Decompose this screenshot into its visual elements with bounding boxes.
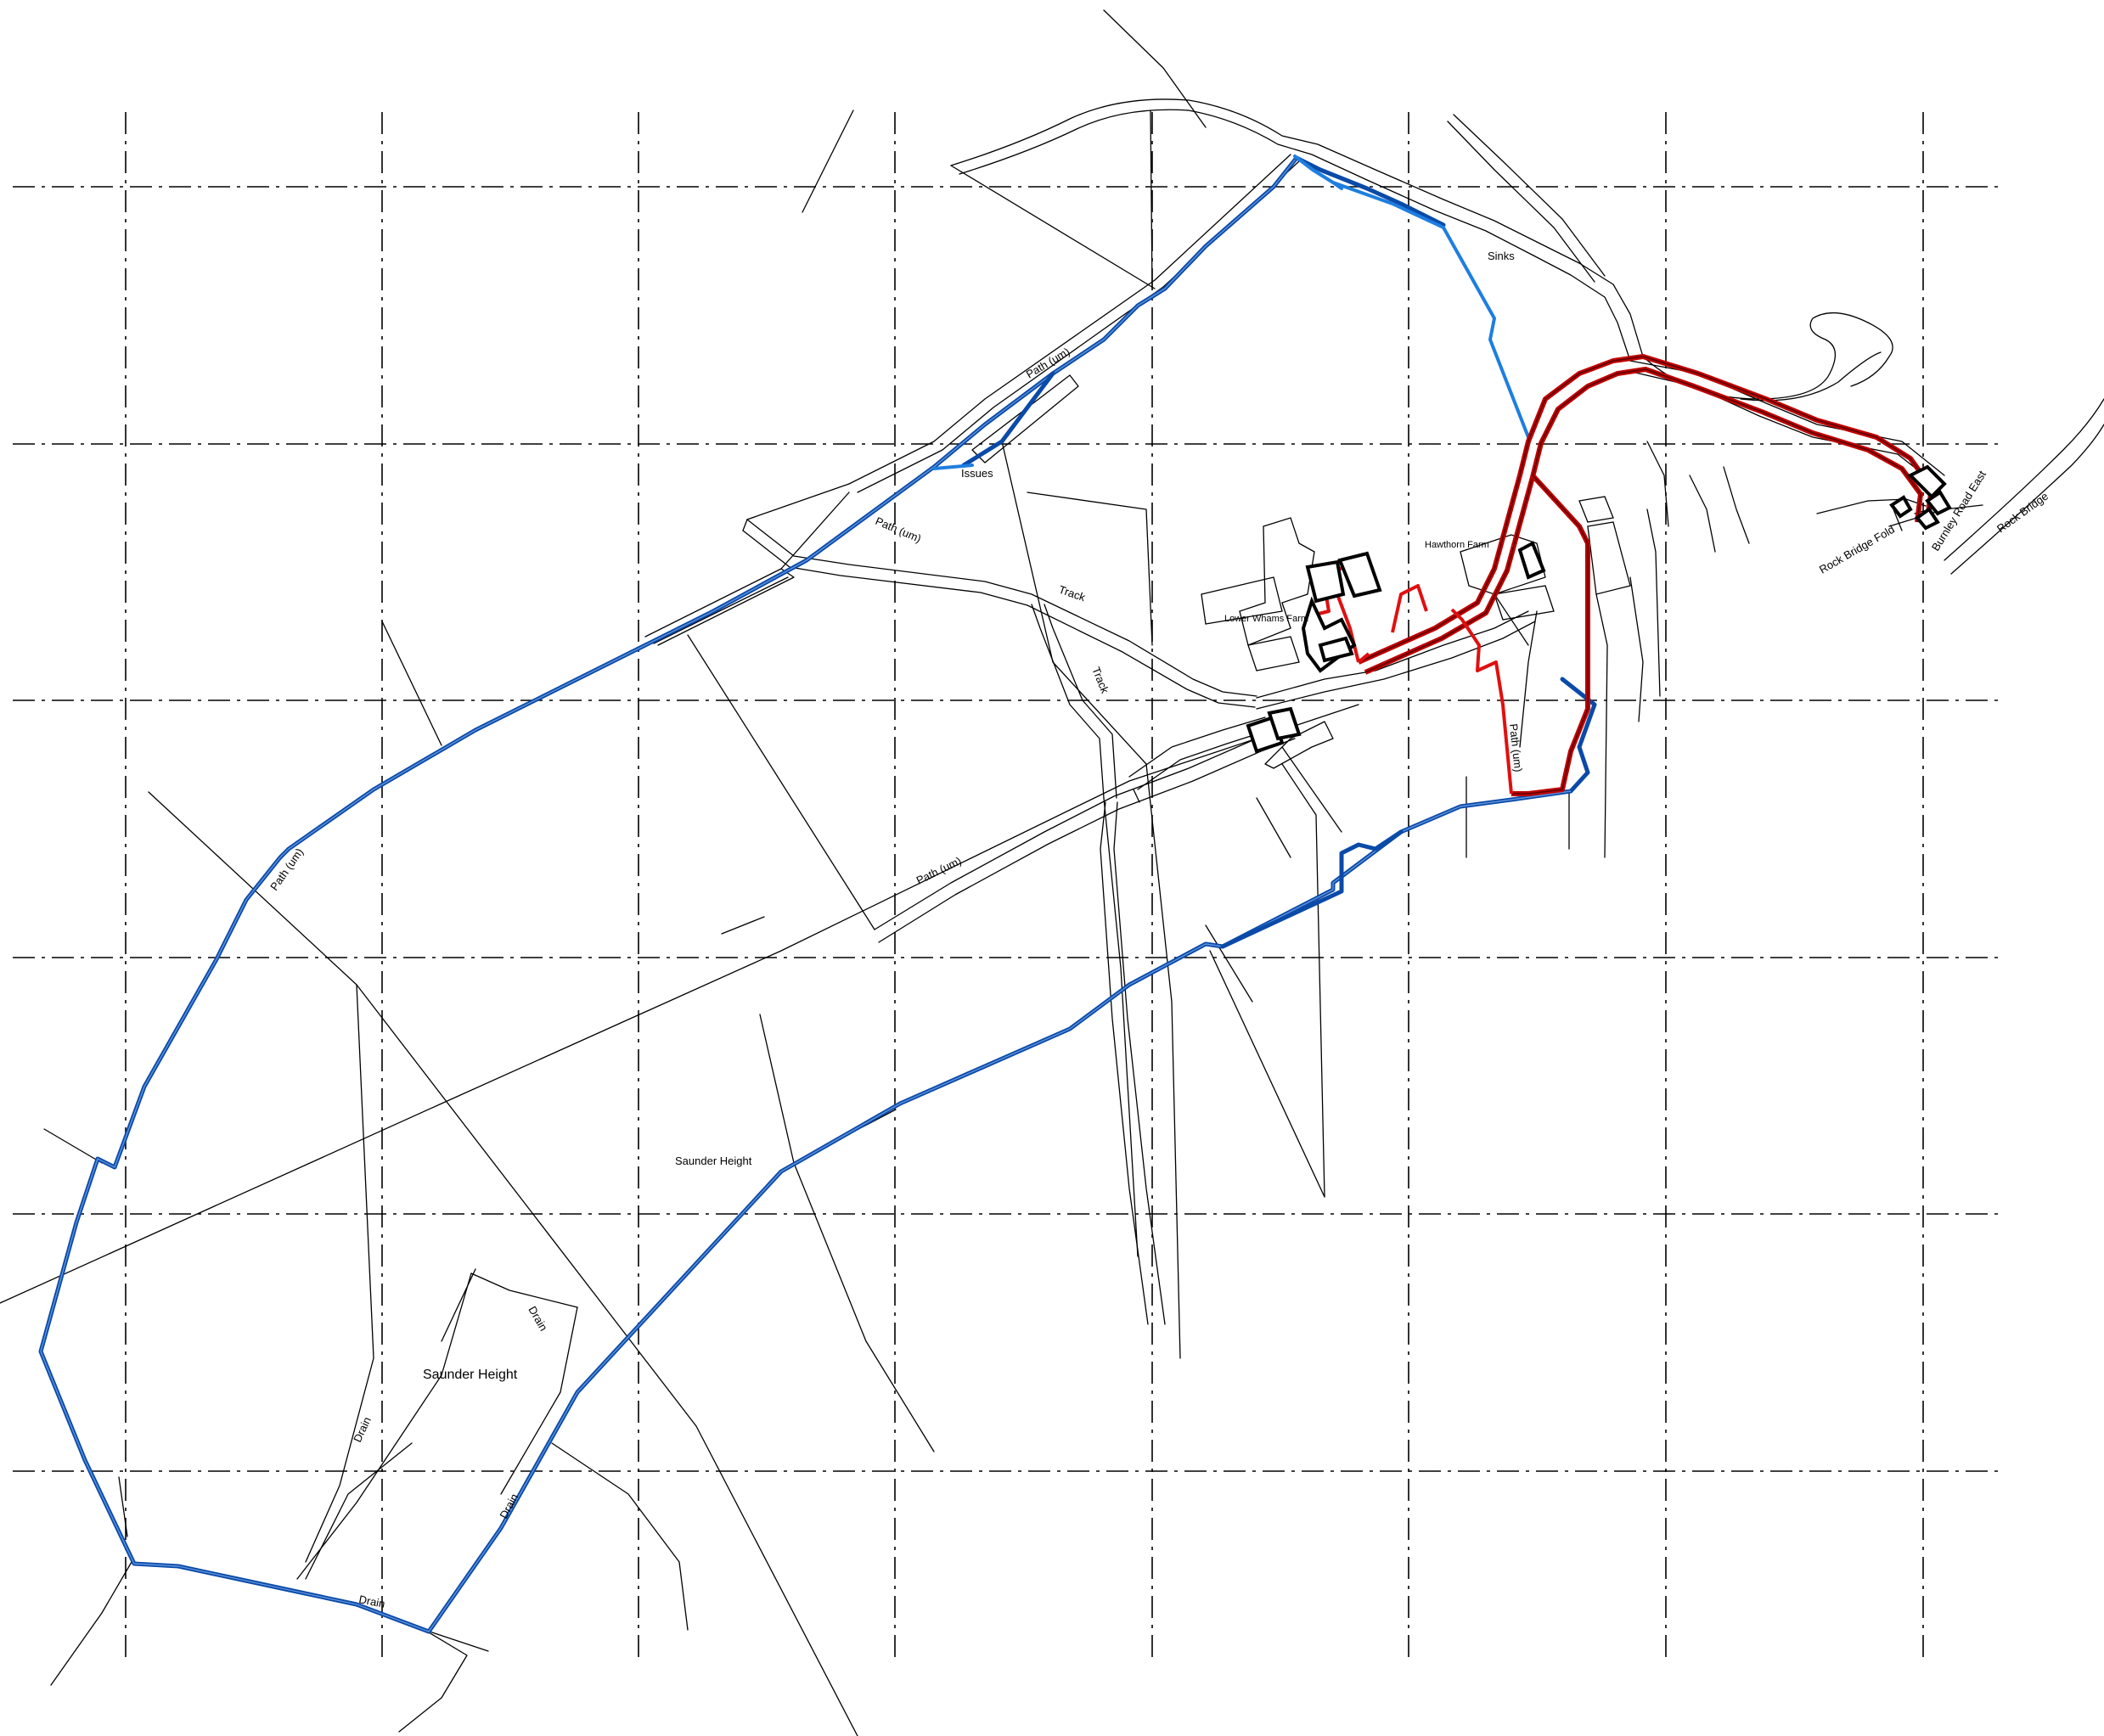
building-rockbridge-4 xyxy=(1915,507,1940,531)
label-lower-whams-farm: Lower Whams Farm xyxy=(1224,614,1308,624)
building-lower-whams-1 xyxy=(1305,559,1346,604)
label-path-um-5: Path (um) xyxy=(1507,723,1525,772)
building-rockbridge-2 xyxy=(1907,464,1947,499)
site-boundary-blue xyxy=(38,155,1597,1634)
label-saunder-height-small: Saunder Height xyxy=(675,1155,752,1167)
label-drain-2: Drain xyxy=(351,1415,374,1445)
label-path-um-2: Path (um) xyxy=(874,514,923,545)
building-rockbridge-1 xyxy=(1889,495,1913,519)
label-track-2: Track xyxy=(1089,666,1111,696)
map-labels: Sinks Issues Path (um) Path (um) Path (u… xyxy=(267,250,2051,1610)
building-lower-whams-4 xyxy=(1318,636,1354,663)
label-drain-1: Drain xyxy=(526,1304,550,1333)
site-boundary-lightblue xyxy=(932,154,1530,470)
buildings-outline xyxy=(1201,496,1631,671)
building-lower-whams-2 xyxy=(1337,551,1382,598)
label-drain-4: Drain xyxy=(497,1492,520,1520)
label-rock-bridge-fold: Rock Bridge Fold xyxy=(1817,523,1897,576)
building-rockbridge-3 xyxy=(1925,490,1952,516)
label-track-1: Track xyxy=(1057,583,1088,604)
label-issues: Issues xyxy=(961,467,993,480)
building-hawthorn xyxy=(1517,541,1546,580)
roads xyxy=(305,98,2104,1563)
building-track-2 xyxy=(1267,706,1302,741)
buildings xyxy=(1246,464,1952,754)
label-drain-3: Drain xyxy=(357,1593,385,1610)
label-rock-bridge: Rock Bridge xyxy=(1994,490,2051,536)
label-saunder-height-large: Saunder Height xyxy=(423,1368,518,1382)
label-path-um-4: Path (um) xyxy=(914,854,964,887)
label-hawthorn-farm: Hawthorn Farm xyxy=(1425,540,1489,550)
label-sinks: Sinks xyxy=(1488,250,1515,262)
grid-lines xyxy=(13,112,2004,1662)
route-red xyxy=(1310,354,1934,796)
field-lines xyxy=(0,9,1750,1736)
